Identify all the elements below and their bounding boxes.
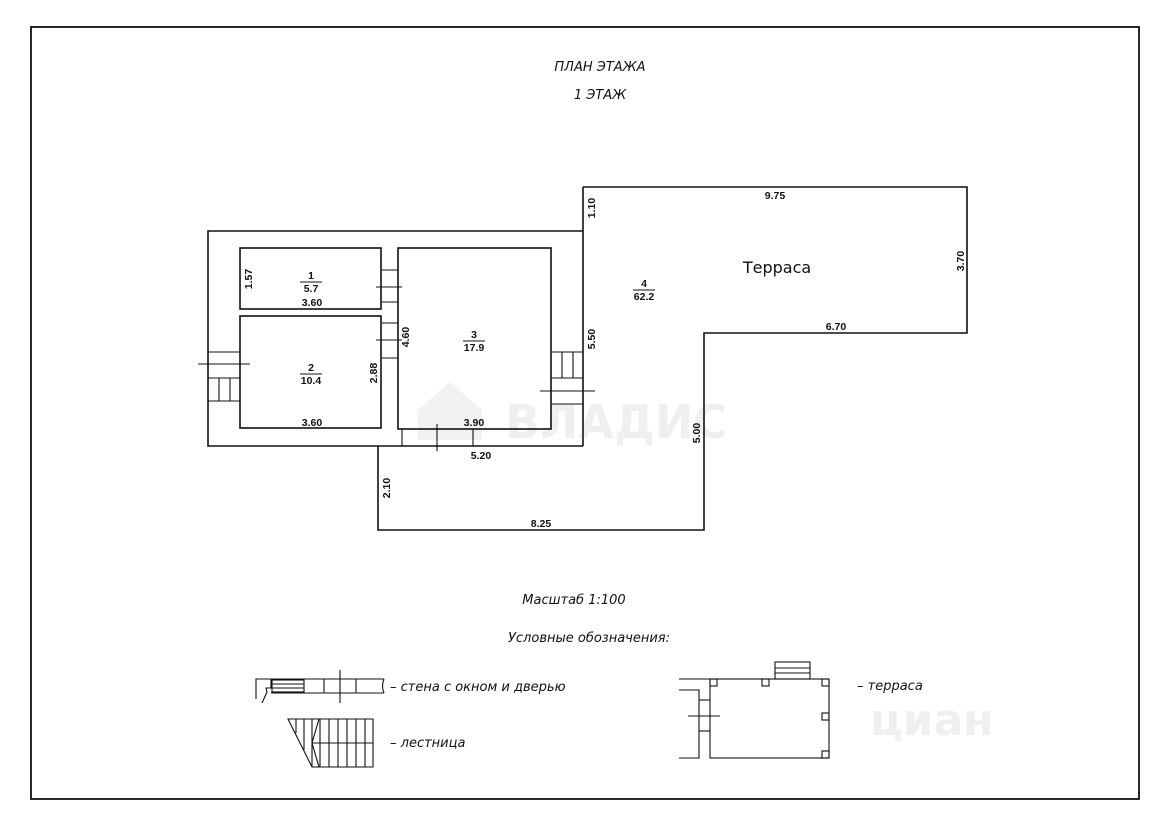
dim-terrace-inner: 6.70 <box>826 321 847 333</box>
room-2-number: 2 <box>308 362 314 374</box>
cian-watermark: циан <box>870 695 994 746</box>
house-logo-icon <box>418 382 482 440</box>
drawing-frame <box>30 26 1140 800</box>
dim-terrace-bottom: 8.25 <box>531 518 552 530</box>
legend-title: Условные обозначения: <box>508 631 670 646</box>
dim-house-width: 5.20 <box>471 450 492 462</box>
dim-terrace-top: 9.75 <box>765 190 786 202</box>
room-1 <box>239 247 382 310</box>
legend-stairs-symbol <box>287 718 374 768</box>
dim-room1-height: 1.57 <box>243 269 255 290</box>
room-2-area: 10.4 <box>301 375 322 387</box>
dim-terrace-top-step: 1.10 <box>586 198 598 219</box>
interior-doors <box>376 269 402 359</box>
legend-wall-label: – стена с окном и дверью <box>390 680 566 695</box>
dim-terrace-right: 3.70 <box>955 251 967 272</box>
room-3-area: 17.9 <box>464 342 485 354</box>
house-walls <box>207 187 584 451</box>
vladis-watermark: ВЛАДИС <box>418 382 727 449</box>
room-labels: 1 5.7 2 10.4 3 17.9 4 62.2 Терраса <box>300 258 811 387</box>
legend-stairs-label: – лестница <box>390 736 465 751</box>
dim-room3-width: 3.90 <box>464 417 485 429</box>
plan-title: ПЛАН ЭТАЖА <box>554 60 645 75</box>
room-1-number: 1 <box>308 270 314 282</box>
left-entrance-stairs <box>198 351 250 402</box>
room-2 <box>239 315 382 429</box>
right-entrance-stairs <box>540 351 595 405</box>
dim-house-right: 5.50 <box>586 329 598 350</box>
terrace-label: Терраса <box>742 258 811 277</box>
legend-wall-symbol <box>255 670 385 704</box>
dim-terrace-lower-right: 5.00 <box>691 423 703 444</box>
terrace-outline <box>377 186 968 531</box>
legend-terrace-symbol <box>679 661 830 759</box>
dimension-labels: 1.57 3.60 3.60 2.88 4.60 3.90 5.20 5.50 … <box>243 190 967 530</box>
dim-room2-width: 3.60 <box>302 417 323 429</box>
room-3-number: 3 <box>471 329 477 341</box>
room-3 <box>397 247 552 430</box>
room-4-area: 62.2 <box>634 291 655 303</box>
legend-terrace-label: – терраса <box>857 679 923 694</box>
floor-subtitle: 1 ЭТАЖ <box>574 88 627 103</box>
dim-room3-height: 4.60 <box>400 327 412 348</box>
dim-room1-width: 3.60 <box>302 297 323 309</box>
dim-terrace-lower-left: 2.10 <box>381 478 393 499</box>
dim-room2-height: 2.88 <box>368 363 380 384</box>
watermark-text: ВЛАДИС <box>505 395 727 449</box>
room-1-area: 5.7 <box>304 283 319 295</box>
scale-label: Масштаб 1:100 <box>522 593 625 608</box>
room-4-number: 4 <box>641 278 647 290</box>
